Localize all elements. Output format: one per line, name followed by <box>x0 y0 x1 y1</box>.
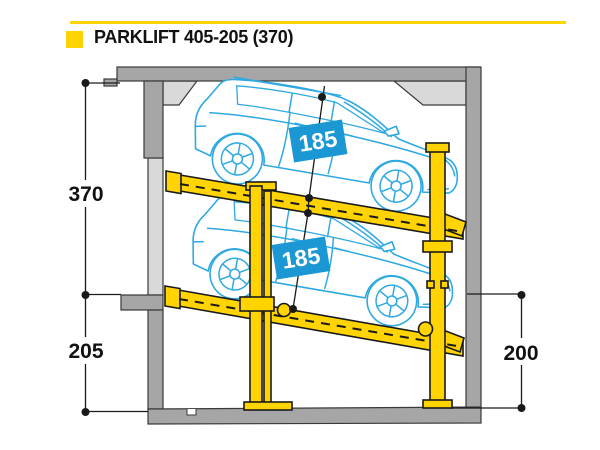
right-post-tab-left <box>426 280 435 289</box>
floor-drain-notch <box>186 409 197 416</box>
lower-platform-end-cap <box>164 285 181 310</box>
central-hydraulic-post <box>239 181 293 411</box>
left-wall-recess <box>147 157 164 296</box>
upper-platform-end-cap <box>165 170 182 195</box>
title-bullet-icon <box>66 31 83 48</box>
right-post-column <box>429 145 446 405</box>
dimension-car-heights: 185 185 <box>271 85 348 313</box>
structure-walls <box>103 66 482 425</box>
central-post-foot <box>243 401 293 411</box>
dim-205: 205 <box>68 340 103 363</box>
right-wall <box>465 66 482 409</box>
car-height-label-lower: 185 <box>271 236 331 280</box>
lower-platform-pivot-left <box>276 302 292 318</box>
structure-light <box>147 80 467 296</box>
lower-platform-pivot-right <box>417 321 434 337</box>
dimension-left: 370 205 <box>63 79 109 416</box>
ceiling-soffit-left <box>162 80 199 106</box>
right-post-foot <box>422 399 453 409</box>
right-post <box>417 142 453 409</box>
page-title: PARKLIFT 405-205 (370) <box>94 27 294 47</box>
left-wall-corbel <box>120 294 164 311</box>
dimension-right: 200 <box>498 291 544 412</box>
header-rule <box>70 21 566 24</box>
left-wall-lower <box>147 309 164 410</box>
ceiling-soffit-right <box>392 80 467 106</box>
right-post-collar <box>422 240 453 253</box>
dim-370: 370 <box>68 183 103 206</box>
pit-floor-slab <box>147 406 482 425</box>
ceiling-slab <box>116 66 481 82</box>
car-height-label-upper: 185 <box>288 119 348 163</box>
dim-185-upper: 185 <box>297 125 339 157</box>
right-post-tab-right <box>440 280 449 289</box>
central-post-connector <box>239 296 275 312</box>
left-wall-upper <box>143 80 164 159</box>
dim-185-lower: 185 <box>280 242 322 274</box>
right-post-cap <box>425 142 450 153</box>
dim-200: 200 <box>503 342 538 365</box>
ground-lines <box>85 82 522 413</box>
